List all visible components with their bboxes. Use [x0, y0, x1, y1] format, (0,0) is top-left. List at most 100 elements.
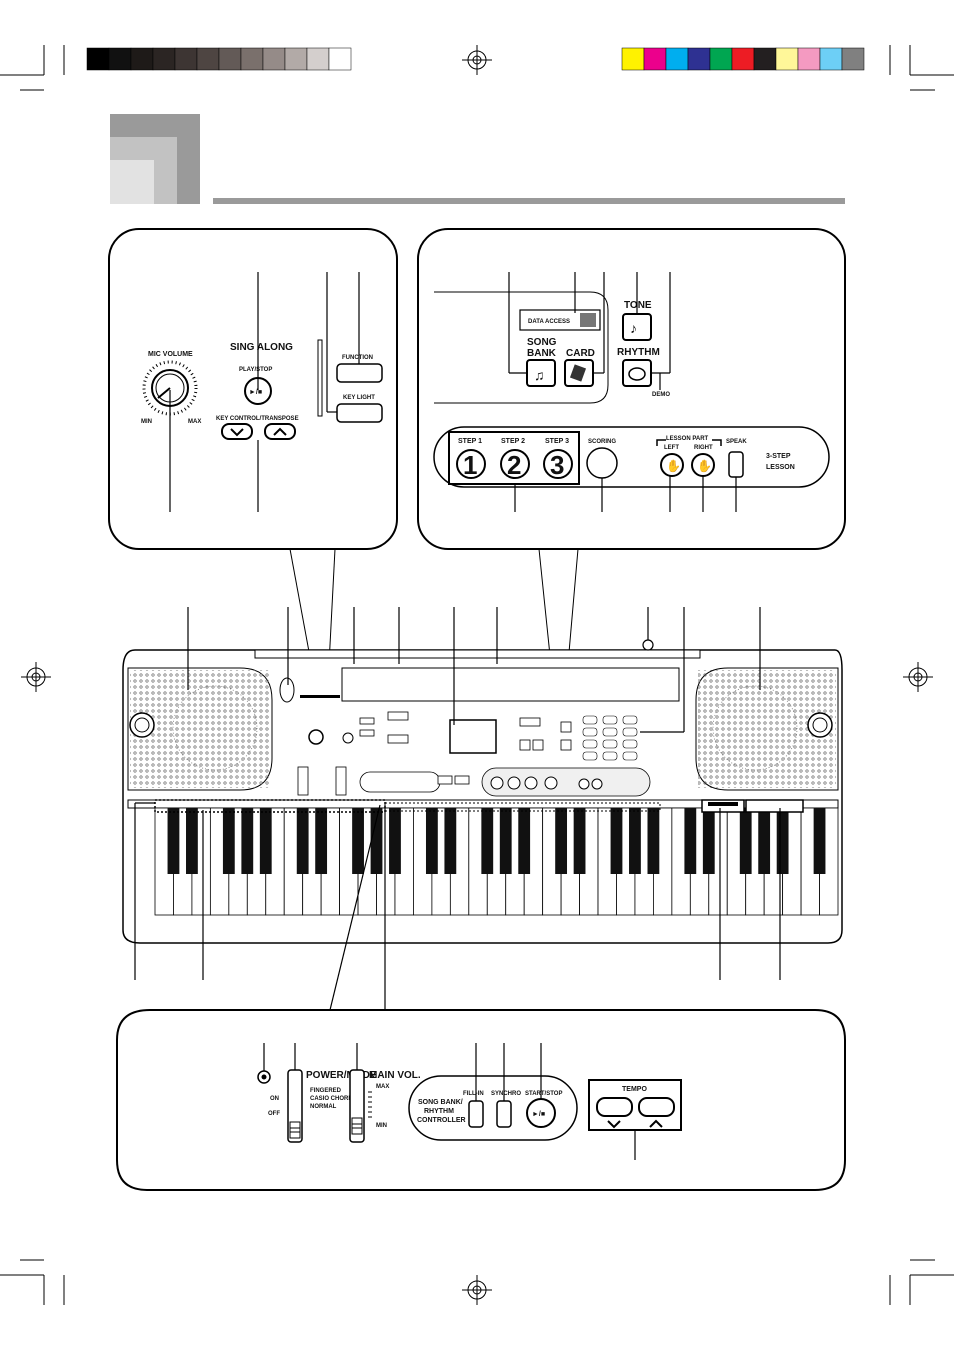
function-label: FUNCTION: [342, 355, 373, 361]
controller-label-2: RHYTHM: [424, 1108, 454, 1115]
registration-target-right: [903, 662, 933, 692]
play-stop-symbol: ►/■: [249, 389, 262, 396]
key-light-button[interactable]: [336, 403, 383, 423]
color-swatch: [841, 47, 865, 71]
main-vol-label: MAIN VOL.: [369, 1070, 421, 1081]
gray-swatch: [196, 47, 220, 71]
black-key: [389, 808, 401, 874]
play-stop-label: PLAY/STOP: [239, 367, 272, 373]
color-swatch: [709, 47, 733, 71]
mini-mic-volume: [308, 729, 324, 745]
on-label: ON: [270, 1096, 279, 1102]
black-key: [647, 808, 660, 874]
key-down-button[interactable]: [221, 423, 253, 440]
color-swatch: [775, 47, 799, 71]
callout-lines-right: [508, 272, 737, 512]
black-key: [518, 808, 531, 874]
right-hand-icon: ✋: [697, 459, 712, 473]
key-control-label: KEY CONTROL/TRANSPOSE: [216, 416, 299, 422]
color-swatch: [643, 47, 667, 71]
data-access-indicator: DATA ACCESS: [519, 309, 601, 331]
lesson-left-button[interactable]: ✋: [660, 453, 684, 477]
keypad-key: [582, 727, 598, 737]
casio-chord-label: CASIO CHORD: [310, 1096, 353, 1102]
main-vol-min-label: MIN: [376, 1123, 387, 1129]
gray-swatch: [108, 47, 132, 71]
black-key: [702, 808, 715, 874]
tempo-up-icon: [649, 1119, 663, 1128]
black-key: [739, 808, 752, 874]
controller-label-1: SONG BANK/: [418, 1099, 463, 1106]
gray-swatch: [284, 47, 308, 71]
song-bank-button[interactable]: ♫: [526, 359, 556, 387]
color-swatch: [687, 47, 711, 71]
step3-label: STEP 3: [545, 438, 569, 445]
tempo-down-button[interactable]: [596, 1097, 633, 1117]
speaker-right: [695, 667, 839, 791]
speak-button[interactable]: [728, 451, 744, 478]
step1-button[interactable]: 1: [456, 449, 486, 480]
keypad-key: [602, 727, 618, 737]
main-volume-slider[interactable]: [349, 1069, 365, 1143]
tone-label: TONE: [624, 300, 652, 311]
tempo-up-button[interactable]: [638, 1097, 675, 1117]
black-key: [444, 808, 457, 874]
start-stop-label: START/STOP: [525, 1091, 562, 1097]
power-mode-switch[interactable]: [287, 1069, 303, 1143]
keyboard-overview: [122, 548, 843, 1011]
color-swatch: [819, 47, 843, 71]
tone-button[interactable]: ♪: [622, 313, 652, 341]
callout-lines-overview: [134, 607, 781, 1011]
gray-swatch: [152, 47, 176, 71]
gray-swatch: [262, 47, 286, 71]
black-key: [241, 808, 254, 874]
start-stop-button[interactable]: ►/■: [526, 1098, 556, 1128]
lesson-right-button[interactable]: ✋: [691, 453, 715, 477]
card-icon: [569, 364, 587, 382]
tempo-down-icon: [607, 1120, 621, 1129]
step2-label: STEP 2: [501, 438, 525, 445]
gray-swatch: [130, 47, 154, 71]
keypad-key: [602, 751, 618, 761]
mic-min-label: MIN: [141, 419, 152, 425]
step3-button[interactable]: 3: [543, 449, 573, 480]
key-light-label: KEY LIGHT: [343, 395, 375, 401]
song-bank-label-1: SONG: [527, 337, 557, 348]
panel-lesson: DATA ACCESS SONG BANK ♫ CARD TONE ♪ RHYT…: [417, 228, 846, 550]
black-key: [296, 808, 309, 874]
color-bar: [621, 47, 865, 71]
black-key: [315, 808, 328, 874]
black-key: [222, 808, 235, 874]
synchro-button[interactable]: [496, 1100, 512, 1128]
black-key: [167, 808, 180, 874]
fingered-label: FINGERED: [310, 1088, 342, 1094]
registration-target-bottom: [462, 1275, 492, 1305]
key-up-button[interactable]: [264, 423, 296, 440]
black-key: [186, 808, 198, 874]
black-key: [758, 808, 771, 874]
start-stop-symbol: ►/■: [532, 1111, 545, 1118]
lesson-part-label: LESSON PART: [666, 436, 709, 442]
black-key: [776, 808, 789, 874]
keypad-key: [582, 715, 598, 725]
scoring-button[interactable]: [586, 447, 618, 479]
speaker-left: [127, 667, 273, 791]
step2-button[interactable]: 2: [500, 449, 530, 480]
card-button[interactable]: [564, 359, 594, 387]
black-key: [370, 808, 383, 874]
chevron-down-icon: [230, 428, 244, 437]
rhythm-button[interactable]: [622, 359, 652, 387]
gray-swatch: [174, 47, 198, 71]
black-key: [259, 808, 272, 874]
keypad-key: [622, 739, 638, 749]
color-swatch: [665, 47, 689, 71]
step1-number: 1: [463, 450, 477, 480]
rhythm-label: RHYTHM: [617, 347, 660, 358]
gray-swatch: [328, 47, 352, 71]
off-label: OFF: [268, 1111, 280, 1117]
function-button[interactable]: [336, 363, 383, 383]
step1-label: STEP 1: [458, 438, 482, 445]
fill-in-button[interactable]: [468, 1100, 484, 1128]
music-note-icon: ♫: [534, 367, 545, 383]
